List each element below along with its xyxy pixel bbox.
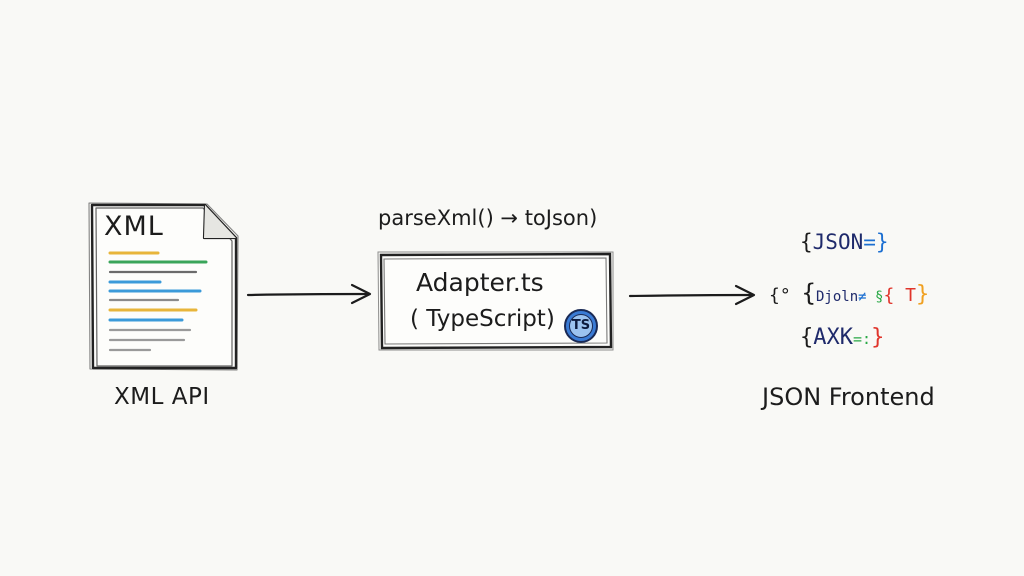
function-label: parseXml() → toJson) (378, 206, 598, 230)
json-key: Djoln (815, 289, 859, 305)
xml-document-lines (108, 251, 208, 352)
json-line: {AXK=:} (800, 325, 884, 350)
json-line: {° {Djoln≠ §{ T} (769, 279, 929, 307)
xml-document-title: XML (104, 211, 164, 242)
adapter-box (377, 251, 614, 351)
json-close-brace: } (915, 282, 930, 307)
json-mark: § (875, 289, 884, 305)
target-label: JSON Frontend (762, 383, 935, 411)
json-separator: =: (853, 330, 872, 348)
typescript-badge-label: TS (571, 318, 591, 333)
adapter-subtitle: ( TypeScript) (410, 306, 555, 332)
xml-document-icon (88, 202, 239, 371)
json-prefix: {° (769, 285, 791, 306)
json-close-brace: } (875, 230, 889, 254)
json-separator: = (863, 230, 876, 254)
json-key: JSON (812, 230, 864, 254)
json-open-brace: { (800, 325, 814, 350)
json-close-brace: } (871, 325, 885, 350)
arrow-xml-to-adapter (246, 283, 372, 305)
json-key: AXK (813, 325, 853, 350)
source-label: XML API (114, 384, 210, 410)
json-separator: ≠ (858, 289, 875, 305)
adapter-title: Adapter.ts (416, 268, 544, 297)
json-extra: { T (883, 285, 916, 306)
json-line: {JSON=} (800, 230, 889, 254)
json-open-brace: { (801, 279, 816, 307)
typescript-badge-icon (564, 309, 598, 343)
arrow-adapter-to-json (628, 284, 756, 306)
json-open-brace: { (800, 230, 813, 254)
